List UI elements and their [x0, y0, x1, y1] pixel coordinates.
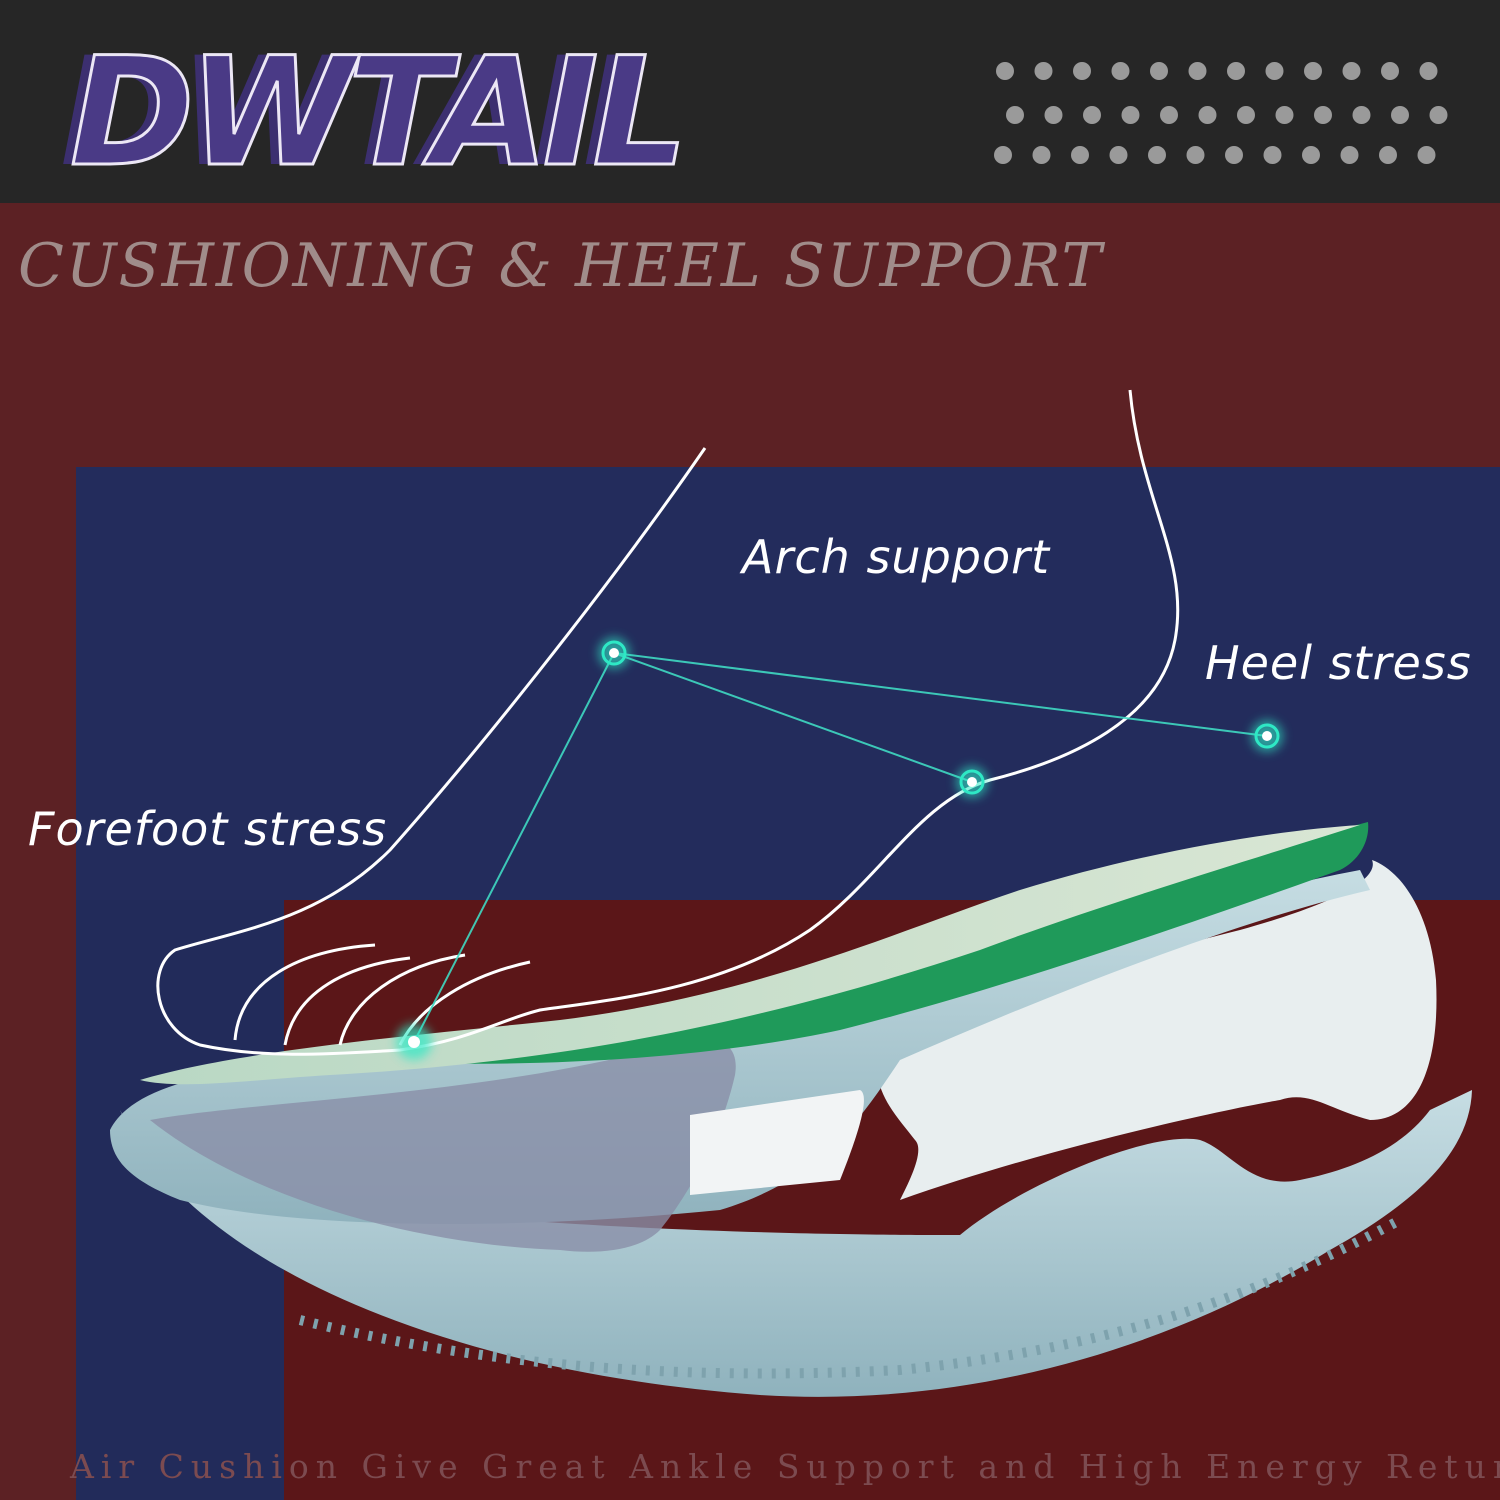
dot: [1227, 62, 1245, 80]
dot: [1429, 106, 1448, 124]
outsole: [120, 1090, 1472, 1397]
stress-point-arch: [598, 637, 630, 669]
dot: [1302, 146, 1320, 164]
dot: [996, 62, 1014, 80]
navy-panel: [76, 467, 1500, 900]
dot: [1419, 62, 1438, 80]
dot: [1314, 106, 1332, 124]
insole-surface: [140, 825, 1360, 1085]
dot: [1237, 106, 1255, 124]
dot: [1352, 106, 1371, 124]
dot: [1198, 106, 1217, 124]
top-band: [0, 0, 1500, 203]
toe-1: [233, 943, 376, 1041]
dot: [1073, 62, 1091, 80]
dot: [1381, 62, 1399, 80]
dot: [1044, 106, 1063, 124]
toe-2: [283, 956, 411, 1046]
foot-outline: [156, 389, 1180, 1056]
heel-counter: [878, 860, 1437, 1200]
dot: [1148, 146, 1166, 164]
stress-point-heel: [1251, 720, 1283, 752]
dot: [1083, 106, 1101, 124]
dot: [1188, 62, 1207, 80]
stress-point-mid: [956, 766, 988, 798]
dot: [1109, 146, 1128, 164]
dot: [1417, 146, 1436, 164]
stress-point-forefoot: [396, 1024, 432, 1060]
dot: [1006, 106, 1024, 124]
dot: [1071, 146, 1089, 164]
dot: [1379, 146, 1397, 164]
dot: [994, 146, 1012, 164]
brand-logo: DWTAIL: [68, 26, 689, 200]
dot: [1342, 62, 1361, 80]
outsole-tread: [298, 1215, 1403, 1379]
dot: [1263, 146, 1282, 164]
dot: [1160, 106, 1178, 124]
dot: [1391, 106, 1409, 124]
label-heel-stress: Heel stress: [1205, 636, 1472, 690]
dot: [1265, 62, 1284, 80]
dot: [1225, 146, 1243, 164]
headline: CUSHIONING & HEEL SUPPORT: [18, 231, 1104, 301]
label-forefoot-stress: Forefoot stress: [28, 802, 388, 856]
toe-3: [338, 953, 466, 1046]
dot: [1340, 146, 1359, 164]
dot: [1150, 62, 1168, 80]
dot-pattern-icon: [994, 62, 1448, 164]
tagline: Air Cushion Give Great Ankle Support and…: [70, 1447, 1500, 1486]
tpu-shank: [150, 1038, 736, 1252]
dot: [1032, 146, 1051, 164]
dot: [1275, 106, 1294, 124]
dot: [1111, 62, 1130, 80]
stress-lines: [413, 652, 1268, 1043]
label-arch-support: Arch support: [742, 530, 1051, 584]
dot: [1304, 62, 1322, 80]
tpu-window: [690, 1090, 864, 1195]
dot: [1034, 62, 1053, 80]
dot: [1186, 146, 1205, 164]
dot: [1121, 106, 1140, 124]
